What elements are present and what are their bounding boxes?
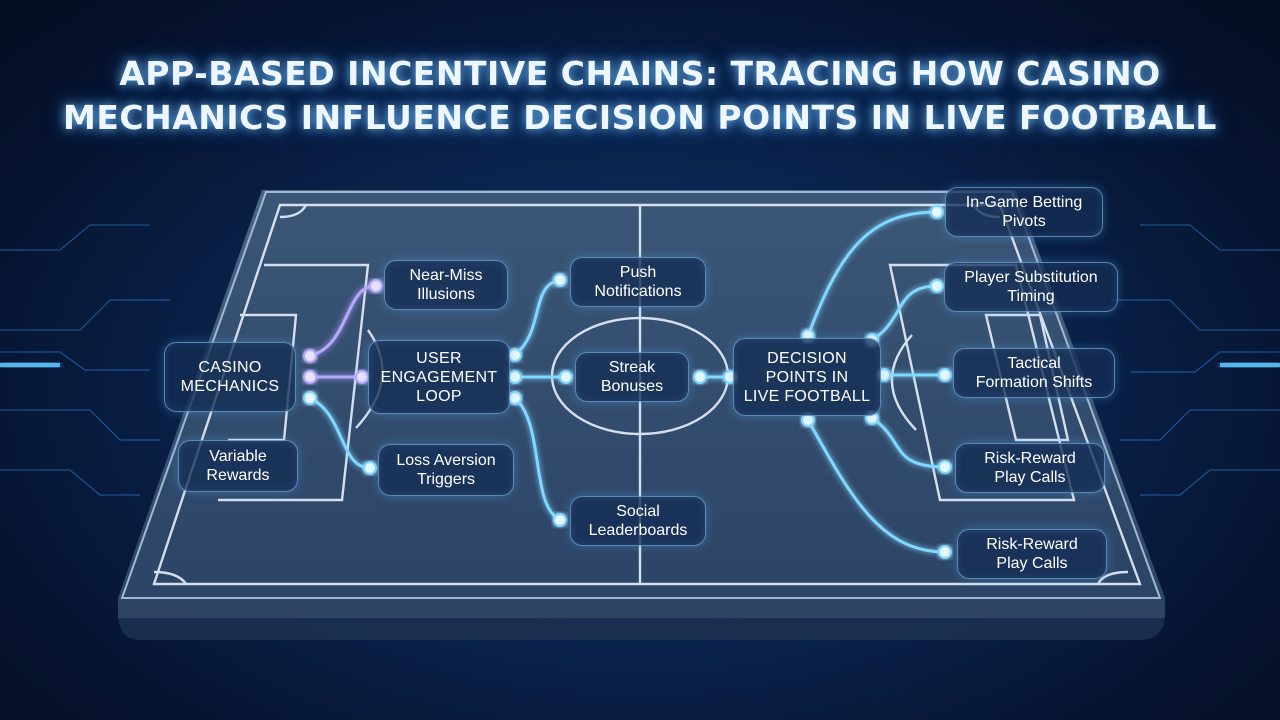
connector-engagement-push — [513, 278, 562, 357]
connectors — [308, 210, 947, 554]
connector-decision-substitution — [870, 284, 939, 342]
connector-engagement-social — [513, 396, 562, 522]
title-line-2: MECHANICS INFLUENCE DECISION POINTS IN L… — [63, 98, 1217, 137]
tactical-formation-shifts-node: Tactical Formation Shifts — [953, 348, 1115, 398]
connector-casino-near-miss — [308, 284, 377, 358]
connector-decision-risk1 — [870, 416, 947, 469]
in-game-betting-pivots-node: In-Game Betting Pivots — [945, 187, 1103, 237]
risk-reward-play-calls-node-2: Risk-Reward Play Calls — [957, 529, 1107, 579]
streak-bonuses-node: Streak Bonuses — [575, 352, 689, 402]
social-leaderboards-node: Social Leaderboards — [570, 496, 706, 546]
circuit-decoration — [0, 224, 1280, 496]
loss-aversion-triggers-node: Loss Aversion Triggers — [378, 444, 514, 496]
push-notifications-node: Push Notifications — [570, 257, 706, 307]
decision-points-node: DECISION POINTS IN LIVE FOOTBALL — [733, 338, 881, 416]
page-title: APP-BASED INCENTIVE CHAINS: TRACING HOW … — [0, 52, 1280, 140]
circuit-glow — [0, 363, 1280, 367]
player-substitution-timing-node: Player Substitution Timing — [944, 262, 1118, 312]
near-miss-illusions-node: Near-Miss Illusions — [384, 260, 508, 310]
variable-rewards-node: Variable Rewards — [178, 440, 298, 492]
risk-reward-play-calls-node: Risk-Reward Play Calls — [955, 443, 1105, 493]
connector-decision-betting — [806, 210, 939, 338]
connector-casino-loss-aversion — [308, 396, 372, 470]
title-line-1: APP-BASED INCENTIVE CHAINS: TRACING HOW … — [119, 54, 1161, 93]
user-engagement-loop-node: USER ENGAGEMENT LOOP — [368, 340, 510, 414]
casino-mechanics-node: CASINO MECHANICS — [164, 342, 296, 412]
connector-decision-risk2 — [806, 418, 947, 554]
